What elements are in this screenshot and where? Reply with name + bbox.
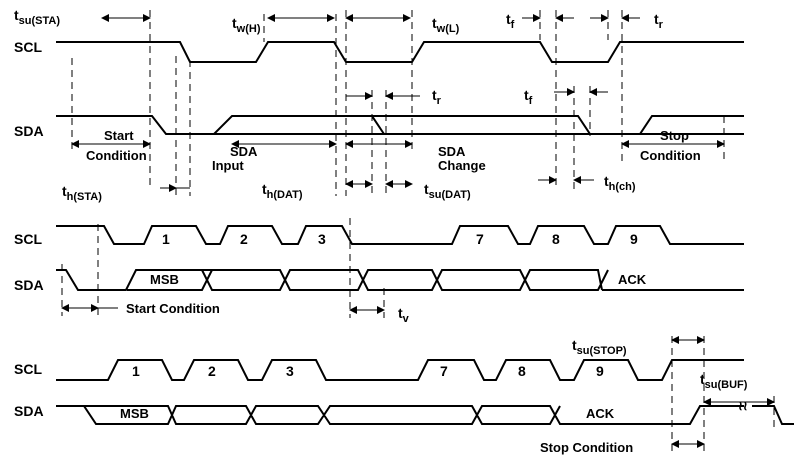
ack-label-mid: ACK [618, 272, 647, 287]
bit-label: 3 [318, 231, 326, 247]
sda-waveform-mid-bus [125, 269, 609, 291]
stop-condition-label-bot: Stop Condition [540, 440, 633, 455]
tw-l-label: tw(L) [432, 15, 460, 35]
sda-waveform-mid-low [56, 269, 744, 291]
bit-label: 8 [552, 231, 560, 247]
sda-input-label-2: Input [212, 158, 244, 173]
scl-waveform-mid [56, 225, 744, 245]
condition-label: Condition [86, 148, 147, 163]
th-sta-label: th(STA) [62, 183, 102, 203]
th-dat-label: th(DAT) [262, 181, 303, 201]
sda-waveform-bot-bus [56, 405, 744, 425]
tv-label: tv [398, 305, 410, 325]
bit-label: 7 [476, 231, 484, 247]
scl-waveform-top [56, 41, 744, 63]
tf-top-label: tf [506, 11, 515, 31]
start-condition-label-mid: Start Condition [126, 301, 220, 316]
bit-label: 3 [286, 363, 294, 379]
bit-label: 7 [440, 363, 448, 379]
bit-label: 9 [630, 231, 638, 247]
bit-label: 1 [132, 363, 140, 379]
tw-h-label: tw(H) [232, 15, 261, 35]
tr-mid-label: tr [432, 87, 442, 107]
scl-label-top: SCL [14, 39, 42, 55]
sda-waveform-bot-tail [752, 405, 794, 425]
tf-mid-label: tf [524, 87, 533, 107]
sda-change-label-2: Change [438, 158, 486, 173]
bit-label: 1 [162, 231, 170, 247]
tr-top-label: tr [654, 11, 664, 31]
scl-waveform-bot [56, 359, 744, 381]
stop-label: Stop [660, 128, 689, 143]
msb-label-bot: MSB [120, 406, 149, 421]
bit-label: 8 [518, 363, 526, 379]
tsu-buf-label: tsu(BUF) [700, 371, 748, 391]
tsu-stop-label: tsu(STOP) [572, 337, 627, 357]
th-ch-label: th(ch) [604, 173, 636, 193]
sda-data-valid-top [213, 115, 744, 135]
bit-label: 2 [240, 231, 248, 247]
sda-change-label-1: SDA [438, 144, 466, 159]
tsu-sta-label: tsu(STA) [14, 7, 60, 27]
scl-label-bot: SCL [14, 361, 42, 377]
bit-label: 9 [596, 363, 604, 379]
stop-condition-label-top: Condition [640, 148, 701, 163]
break-mark: ≀≀ [738, 398, 748, 413]
sda-label-mid: SDA [14, 277, 44, 293]
ack-label-bot: ACK [586, 406, 615, 421]
scl-label-mid: SCL [14, 231, 42, 247]
sda-label-bot: SDA [14, 403, 44, 419]
sda-input-label-1: SDA [230, 144, 258, 159]
sda-waveform-top [56, 115, 744, 135]
bit-label: 2 [208, 363, 216, 379]
tsu-dat-label: tsu(DAT) [424, 181, 471, 201]
msb-label-mid: MSB [150, 272, 179, 287]
sda-label-top: SDA [14, 123, 44, 139]
start-label: Start [104, 128, 134, 143]
